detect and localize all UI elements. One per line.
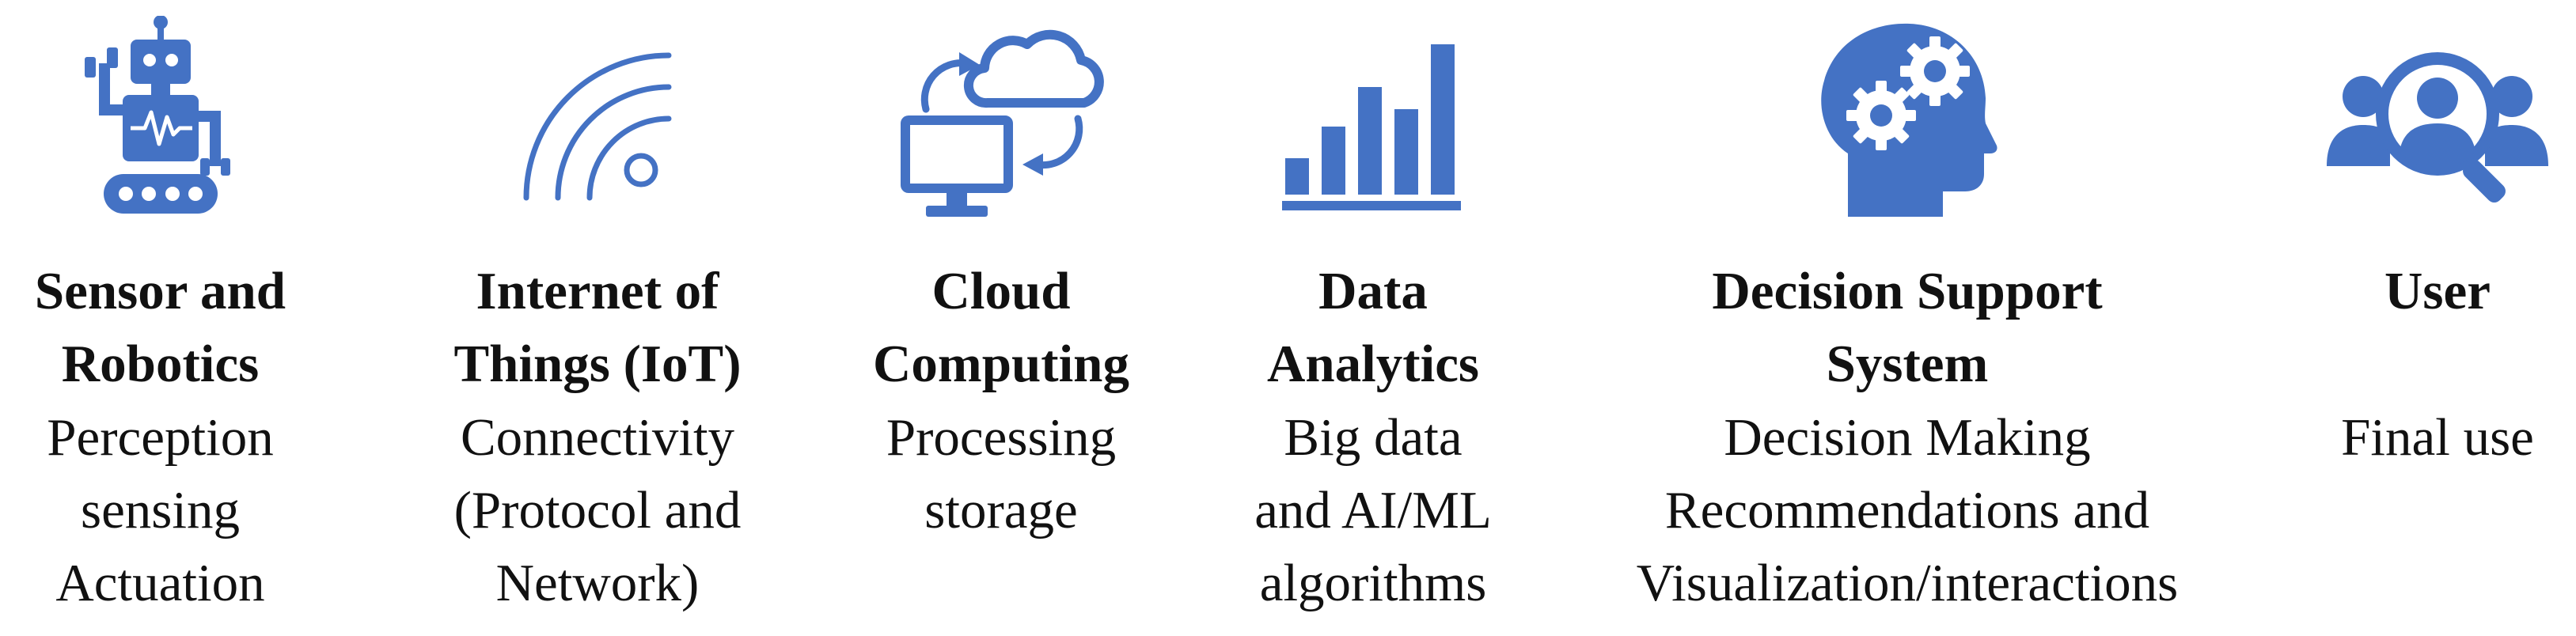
desc-line: algorithms: [1259, 554, 1487, 612]
data-analytics-description: Big data and AI/ML algorithms: [1199, 401, 1547, 619]
desc-line: Actuation: [55, 554, 265, 612]
title-line: Robotics: [61, 335, 260, 393]
desc-line: Perception: [47, 408, 274, 467]
wireless-signal-icon: [518, 47, 677, 206]
data-analytics-title: Data Analytics: [1199, 255, 1547, 400]
title-line: Cloud: [931, 262, 1071, 320]
user-search-icon: [2327, 47, 2548, 206]
title-line: Internet of: [476, 262, 719, 320]
desc-line: and AI/ML: [1254, 481, 1492, 539]
desc-line: Processing: [886, 408, 1117, 467]
iot-description: Connectivity (Protocol and Network): [400, 401, 795, 619]
desc-line: Big data: [1284, 408, 1463, 467]
cloud-sync-icon: [894, 16, 1108, 229]
title-line: Sensor and: [34, 262, 286, 320]
title-line: Computing: [873, 335, 1129, 393]
sensor-robotics-column: Sensor and Robotics Perception sensing A…: [0, 0, 321, 636]
sensor-robotics-description: Perception sensing Actuation: [0, 401, 321, 619]
decision-support-description: Decision Making Recommendations and Visu…: [1563, 401, 2252, 619]
desc-line: storage: [924, 481, 1078, 539]
iot-column: Internet of Things (IoT) Connectivity (P…: [400, 0, 795, 636]
user-column: User Final use: [2299, 0, 2576, 636]
desc-line: Visualization/interactions: [1636, 554, 2179, 612]
desc-line: Recommendations and: [1664, 481, 2150, 539]
title-line: User: [2384, 262, 2491, 320]
desc-line: Decision Making: [1724, 408, 2091, 467]
title-line: Things (IoT): [453, 335, 742, 393]
decision-support-column: Decision Support System Decision Making …: [1563, 0, 2252, 636]
title-line: Analytics: [1267, 335, 1479, 393]
robot-icon: [82, 16, 240, 221]
sensor-robotics-title: Sensor and Robotics: [0, 255, 321, 400]
desc-line: Network): [495, 554, 700, 612]
title-line: Data: [1318, 262, 1428, 320]
desc-line: Connectivity: [460, 408, 735, 467]
title-line: System: [1826, 335, 1989, 393]
head-gears-icon: [1816, 19, 1998, 225]
cloud-computing-title: Cloud Computing: [835, 255, 1167, 400]
desc-line: (Protocol and: [453, 481, 742, 539]
bar-chart-icon: [1282, 40, 1464, 214]
title-line: Decision Support: [1712, 262, 2103, 320]
decision-support-title: Decision Support System: [1563, 255, 2252, 400]
data-analytics-column: Data Analytics Big data and AI/ML algori…: [1199, 0, 1547, 636]
user-title: User: [2299, 255, 2576, 327]
user-description: Final use: [2299, 401, 2576, 474]
desc-line: Final use: [2341, 408, 2534, 467]
cloud-computing-column: Cloud Computing Processing storage: [835, 0, 1167, 636]
desc-line: sensing: [81, 481, 240, 539]
iot-title: Internet of Things (IoT): [400, 255, 795, 400]
cloud-computing-description: Processing storage: [835, 401, 1167, 547]
